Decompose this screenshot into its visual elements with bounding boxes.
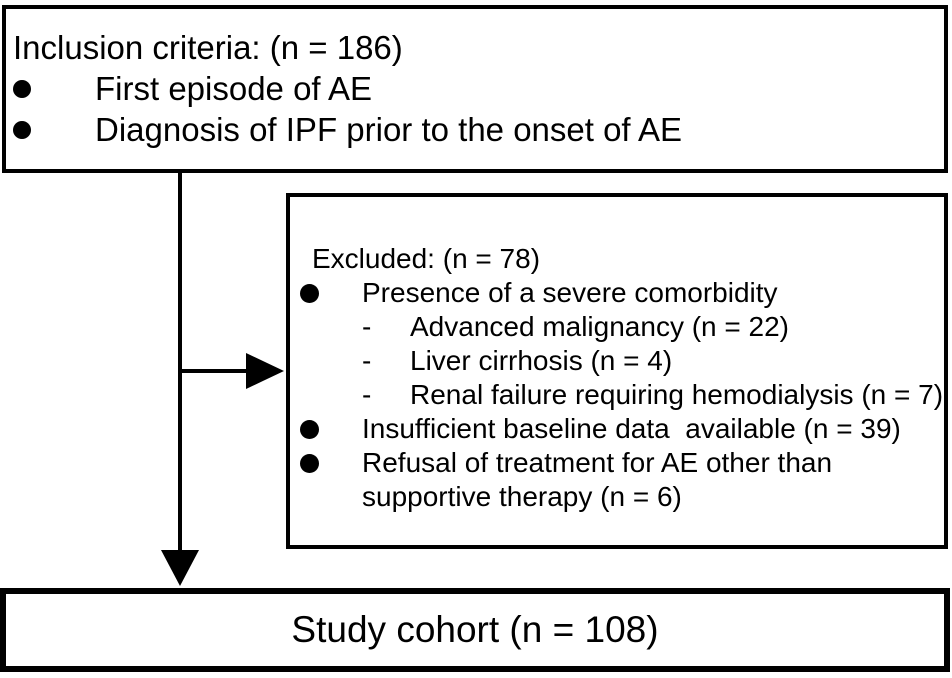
excluded-bullet-label: Insufficient baseline data available (n … — [362, 413, 901, 444]
inclusion-bullet-item: First episode of AE — [13, 68, 936, 109]
study-cohort-box: Study cohort (n = 108) — [0, 588, 950, 672]
study-cohort-title: Study cohort (n = 108) — [291, 609, 659, 650]
bullet-icon — [300, 276, 362, 310]
excluded-box: Excluded: (n = 78) Presence of a severe … — [286, 193, 948, 549]
bullet-icon — [13, 68, 95, 109]
inclusion-bullet-label: First episode of AE — [95, 70, 372, 107]
right-arrowhead-icon — [246, 353, 284, 389]
excluded-sub-label: Renal failure requiring hemodialysis (n … — [410, 379, 944, 410]
inclusion-bullet-label: Diagnosis of IPF prior to the onset of A… — [95, 111, 682, 148]
inclusion-bullet-item: Diagnosis of IPF prior to the onset of A… — [13, 109, 936, 150]
excluded-sub-label: Liver cirrhosis (n = 4) — [410, 345, 673, 376]
excluded-bullet-item: Refusal of treatment for AE other than s… — [300, 446, 936, 514]
bullet-icon — [300, 412, 362, 446]
excluded-bullet-label: Presence of a severe comorbidity — [362, 277, 778, 308]
inclusion-criteria-box: Inclusion criteria: (n = 186) First epis… — [2, 5, 948, 173]
bullet-icon — [300, 446, 362, 480]
bullet-icon — [13, 109, 95, 150]
down-connector-line — [178, 173, 182, 553]
down-arrowhead-icon — [161, 550, 199, 586]
excluded-bullet-item: Presence of a severe comorbidity — [300, 276, 936, 310]
excluded-sub-item: - Advanced malignancy (n = 22) — [362, 310, 936, 344]
excluded-title: Excluded: (n = 78) — [312, 243, 541, 274]
dash-bullet: - — [362, 345, 372, 376]
excluded-bullet-label: Refusal of treatment for AE other than s… — [362, 447, 840, 512]
dash-bullet: - — [362, 311, 372, 342]
excluded-sub-item: - Liver cirrhosis (n = 4) — [362, 344, 936, 378]
excluded-bullet-item: Insufficient baseline data available (n … — [300, 412, 936, 446]
inclusion-title: Inclusion criteria: (n = 186) — [13, 29, 403, 66]
dash-bullet: - — [362, 379, 372, 410]
branch-connector-line — [180, 369, 246, 373]
excluded-sub-label: Advanced malignancy (n = 22) — [410, 311, 789, 342]
excluded-sub-item: - Renal failure requiring hemodialysis (… — [362, 378, 943, 412]
